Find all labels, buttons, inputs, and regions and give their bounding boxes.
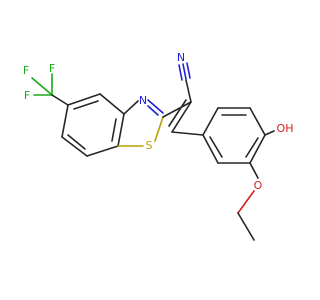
bond-ph-4 xyxy=(249,134,266,164)
bond-cf3-ring xyxy=(51,94,69,106)
atom-n-thiazole: N xyxy=(139,94,147,107)
bond-nitrile-2 xyxy=(182,63,187,80)
bond-nitrile-1 xyxy=(178,64,183,81)
bond-benz-6 xyxy=(61,104,69,138)
bond-thz-n-c2-dbl xyxy=(147,105,159,116)
bond-ph-3 xyxy=(249,107,266,136)
bond-ph-1 xyxy=(202,107,219,136)
bond-benz-dbl-3 xyxy=(67,134,86,150)
bond-thz-c2-s xyxy=(154,116,164,142)
atom-f2: F xyxy=(49,62,55,75)
atom-s: S xyxy=(146,139,153,152)
bond-calpha-cn xyxy=(185,79,192,103)
molecule-structure: F F F N N S OH O xyxy=(23,51,294,241)
bond-benz-dbl-1 xyxy=(73,100,99,110)
bond-calpha-cbeta-dbl xyxy=(168,99,187,127)
bond-benz-1 xyxy=(67,93,101,106)
bond-ch2-ch3 xyxy=(237,212,255,241)
bond-ph-6 xyxy=(202,134,219,164)
bond-calpha-cbeta xyxy=(171,101,192,133)
bond-benz-dbl-2 xyxy=(111,118,117,142)
bond-c-f1 xyxy=(31,77,53,96)
bond-c-o-ethoxy xyxy=(249,162,259,179)
atom-oh: OH xyxy=(277,122,294,135)
atom-n-nitrile: N xyxy=(177,51,185,64)
bond-cbeta-ring xyxy=(171,131,204,136)
bond-benz-5 xyxy=(61,136,88,157)
atom-o-ethoxy: O xyxy=(254,179,263,192)
bond-nitrile-3 xyxy=(186,62,191,79)
atom-f1: F xyxy=(23,64,29,77)
bond-ph-dbl-3 xyxy=(209,136,223,158)
bond-thz-n-c2 xyxy=(147,99,164,114)
bond-thz-c-n xyxy=(123,100,139,115)
bond-c-oh xyxy=(264,130,275,136)
bond-c2-calpha xyxy=(162,101,192,118)
bond-benz-2 xyxy=(99,93,125,115)
bond-ph-dbl-2 xyxy=(245,137,259,158)
bond-benz-4 xyxy=(86,145,119,157)
bond-o-ch2 xyxy=(237,190,255,214)
bond-benz-3 xyxy=(117,113,125,147)
atom-f3: F xyxy=(24,89,30,102)
